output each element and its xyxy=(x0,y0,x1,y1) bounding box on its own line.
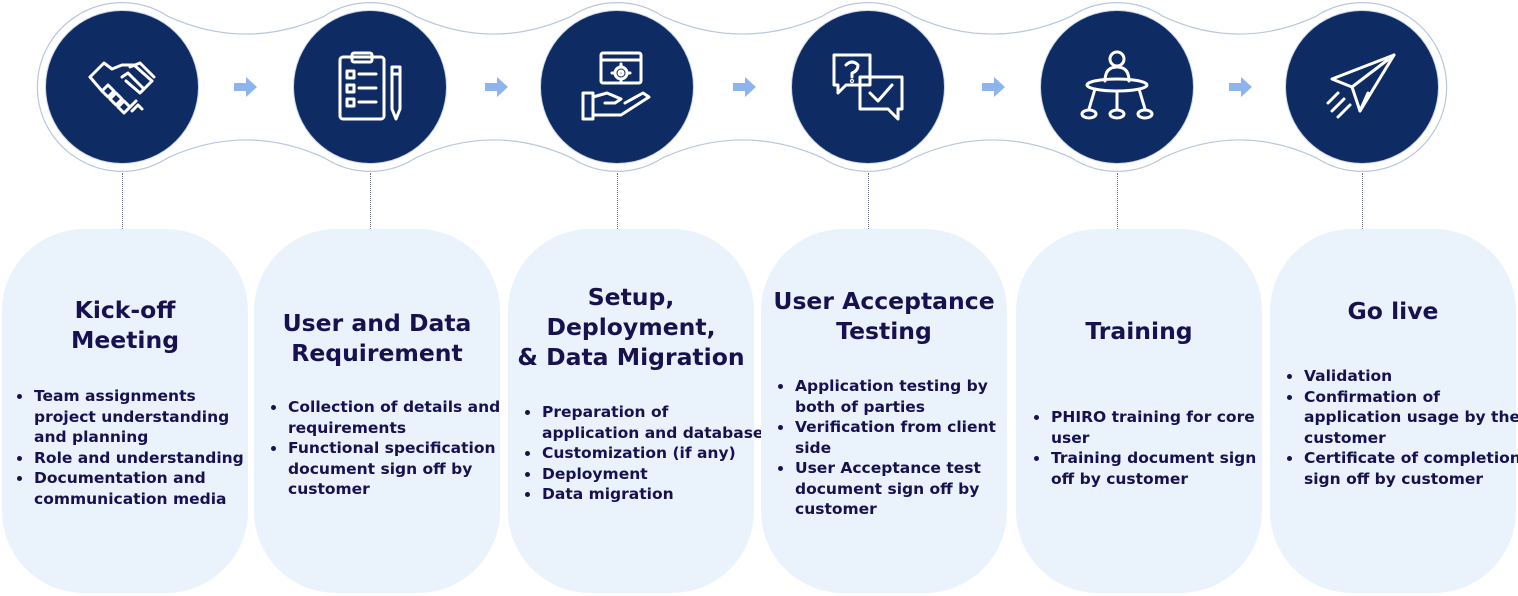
task-list-item: Data migration xyxy=(525,484,768,505)
circle-connector-track xyxy=(36,2,1448,172)
stage-connector-line-3 xyxy=(617,173,618,229)
task-list-item: Validation xyxy=(1287,366,1518,387)
stage-title-line: Go live xyxy=(1347,297,1439,325)
stage-title-line: Meeting xyxy=(70,326,180,354)
stage-card-1 xyxy=(2,229,248,593)
stage-connector-line-4 xyxy=(868,173,869,229)
hand-gear-deployment-icon xyxy=(581,51,651,121)
stage-title-3: Setup,Deployment,& Data Migration xyxy=(508,282,754,372)
stage-connector-line-5 xyxy=(1117,173,1118,229)
stage-circle-4 xyxy=(792,11,944,163)
question-check-chat-icon xyxy=(832,53,904,121)
task-list-item: PHIRO training for core user xyxy=(1034,407,1277,448)
stage-title-line: Deployment, xyxy=(546,313,716,341)
task-list-item: User Acceptance test document sign off b… xyxy=(778,458,1023,520)
task-list-item: Team assignments project understanding a… xyxy=(17,386,262,448)
stage-circle-2 xyxy=(294,11,446,163)
task-list-item: Preparation of application and database xyxy=(525,402,768,443)
task-list-item: Training document sign off by customer xyxy=(1034,448,1277,489)
stage-task-list-1: Team assignments project understanding a… xyxy=(14,386,262,509)
stage-title-line: User and Data xyxy=(282,309,472,337)
stage-title-line: Training xyxy=(1085,317,1193,345)
flow-arrow-icon-3 xyxy=(733,77,756,97)
stage-title-line: & Data Migration xyxy=(517,343,745,371)
stage-circle-5 xyxy=(1041,11,1193,163)
stage-circle-3 xyxy=(541,11,693,163)
stage-card-2 xyxy=(254,229,500,593)
stage-circle-6 xyxy=(1286,11,1438,163)
person-network-training-icon xyxy=(1080,50,1154,120)
stage-connector-line-2 xyxy=(370,173,371,229)
task-list-item: Confirmation of application usage by the… xyxy=(1287,387,1518,449)
stage-title-line: Testing xyxy=(836,317,932,345)
stage-connector-line-1 xyxy=(122,173,123,229)
stage-card-3 xyxy=(508,229,754,593)
stage-card-5 xyxy=(1016,229,1262,593)
task-list-item: Verification from client side xyxy=(778,417,1023,458)
stage-title-line: User Acceptance xyxy=(773,287,995,315)
stage-circle-1 xyxy=(46,11,198,163)
flow-arrow-icon-5 xyxy=(1229,77,1252,97)
task-list-item: Documentation and communication media xyxy=(17,468,262,509)
stage-title-5: Training xyxy=(1016,316,1262,346)
clipboard-checklist-icon xyxy=(338,51,402,121)
handshake-icon xyxy=(88,61,156,115)
task-list-item: Functional specification document sign o… xyxy=(271,438,518,500)
stage-connector-line-6 xyxy=(1362,173,1363,229)
flow-arrow-icon-2 xyxy=(485,77,508,97)
stage-title-line: Requirement xyxy=(291,339,463,367)
task-list-item: Collection of details and requirements xyxy=(271,397,518,438)
flow-arrow-icon-4 xyxy=(982,77,1005,97)
paper-plane-icon xyxy=(1326,53,1396,119)
task-list-item: Certificate of completion sign off by cu… xyxy=(1287,448,1518,489)
stage-title-line: Setup, xyxy=(587,283,675,311)
task-list-item: Application testing by both of parties xyxy=(778,376,1023,417)
stage-card-4 xyxy=(761,229,1007,593)
flow-arrow-icon-1 xyxy=(234,77,257,97)
task-list-item: Role and understanding xyxy=(17,448,262,469)
stage-title-6: Go live xyxy=(1270,296,1516,326)
task-list-item: Deployment xyxy=(525,464,768,485)
stage-title-line: Kick-off xyxy=(74,296,176,324)
stage-card-6 xyxy=(1270,229,1516,593)
task-list-item: Customization (if any) xyxy=(525,443,768,464)
